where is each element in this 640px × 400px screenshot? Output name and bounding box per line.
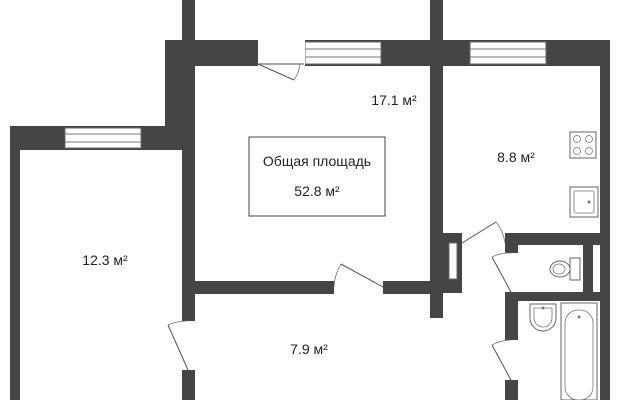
washbasin-icon	[529, 303, 557, 332]
wall-left-outer	[10, 126, 20, 400]
room-labels: 17.1 м² 8.8 м² 12.3 м² 7.9 м²	[82, 92, 535, 357]
kitchen-sink-icon	[569, 186, 599, 218]
area-label-kitchen: 8.8 м²	[497, 149, 535, 165]
door-bath	[491, 339, 512, 381]
window-kitchen	[469, 41, 547, 65]
total-area-panel: Общая площадь 52.8 м²	[248, 136, 386, 217]
total-area-box	[248, 136, 386, 217]
wall-bedroom-right-lower	[182, 370, 195, 400]
wall-living-kitchen	[430, 40, 443, 318]
total-area-value: 52.8 м²	[294, 183, 340, 199]
door-living	[333, 263, 384, 288]
bathtub-icon	[560, 302, 598, 400]
window-living	[304, 41, 382, 65]
windows	[64, 41, 547, 149]
wall-wc-bath	[505, 292, 610, 301]
wall-kitchen-bottom-right	[505, 233, 610, 245]
wall-living-bottom-left	[182, 281, 334, 294]
door-wc	[491, 252, 512, 293]
wall-top-stub-left	[182, 0, 195, 44]
area-label-hallway: 7.9 м²	[290, 341, 328, 357]
wall-niche-bottom	[443, 282, 462, 293]
window-bedroom	[64, 127, 142, 149]
area-label-bedroom: 12.3 м²	[82, 252, 128, 268]
wall-wc-left-upper	[505, 233, 518, 253]
wall-wc-inner	[583, 243, 593, 293]
door-kitchen	[461, 221, 506, 244]
door-bedroom	[167, 320, 189, 371]
area-label-living: 17.1 м²	[371, 92, 417, 108]
wall-top-stub-right	[430, 0, 443, 44]
wall-right-outer	[600, 40, 610, 400]
doors	[167, 40, 512, 381]
total-area-title: Общая площадь	[263, 153, 371, 169]
door-balcony	[257, 40, 305, 81]
wall-wc-left-bottom	[505, 380, 518, 400]
wall-bedroom-right-upper	[182, 126, 195, 321]
toilet-icon	[549, 257, 581, 281]
fixtures	[529, 131, 599, 400]
niche-shaft	[448, 242, 458, 280]
stove-icon	[569, 131, 597, 159]
wall-wc-left-lower	[505, 292, 518, 340]
wall-living-bottom-right	[383, 281, 443, 294]
